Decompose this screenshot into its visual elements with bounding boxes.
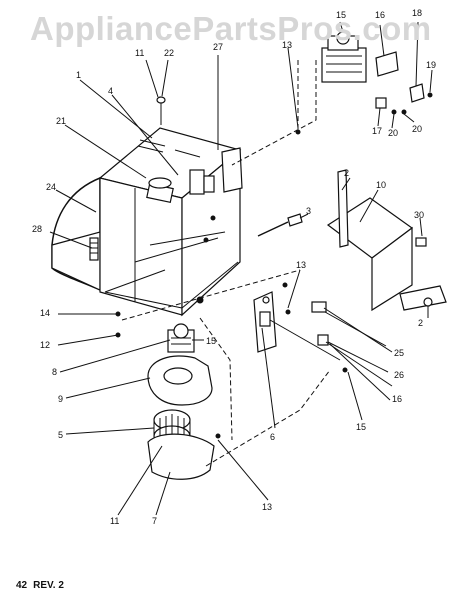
- bracket-10: [326, 197, 414, 312]
- callout-25: 24: [46, 182, 56, 192]
- fan-motor-8: [167, 323, 195, 353]
- revision-label: REV. 2: [33, 580, 64, 591]
- callout-28: 27: [213, 42, 223, 52]
- bracket-28: [217, 55, 243, 193]
- thermal-cutout-17: [375, 24, 399, 77]
- clip-23: [145, 59, 166, 125]
- callout-15-mid: 15: [356, 422, 366, 432]
- callout-16-mid: 15: [206, 336, 216, 346]
- latch-2: [337, 169, 349, 248]
- callout-16-top: 15: [336, 10, 346, 20]
- callout-9: 9: [58, 394, 63, 404]
- callout-3: 3: [306, 206, 311, 216]
- leader-lines: [49, 47, 433, 516]
- callout-30: 30: [414, 210, 424, 220]
- callout-8: 8: [52, 367, 57, 377]
- callout-18: 17: [372, 126, 382, 136]
- callout-5: 5: [58, 430, 63, 440]
- switch-bracket-6: [253, 291, 277, 353]
- callout-13-mid: 13: [296, 260, 306, 270]
- callout-6: 6: [270, 432, 275, 442]
- clip-30: [415, 237, 427, 247]
- latch-2b: [399, 285, 447, 311]
- power-cord-3: [257, 213, 303, 237]
- callout-2-right: 2: [418, 318, 423, 328]
- cabinet-frame: [51, 127, 242, 317]
- callout-4: 4: [108, 86, 113, 96]
- blower-housing-9: [147, 355, 213, 406]
- callout-15-right: 16: [392, 394, 402, 404]
- small-parts-18-21: [375, 92, 433, 115]
- callout-20-lower: 20: [388, 128, 398, 138]
- callout-23: 22: [164, 48, 174, 58]
- callout-24: 11: [135, 48, 144, 58]
- callout-20-right: 19: [426, 60, 436, 70]
- callout-2-top: 2: [344, 168, 349, 178]
- callout-27: 26: [394, 370, 404, 380]
- callout-26: 25: [394, 348, 404, 358]
- callout-12: 12: [40, 340, 50, 350]
- page-number: 42: [16, 580, 28, 591]
- callout-1: 1: [76, 70, 81, 80]
- callout-19: 18: [412, 8, 422, 18]
- callout-29: 28: [32, 224, 42, 234]
- callout-labels: 11 22 27 13 15 16 18 19 17 20 20 1 4 21 …: [32, 8, 436, 526]
- cover-plate-7: [147, 433, 215, 480]
- callout-22: 21: [56, 116, 66, 126]
- callout-13-bottom: 13: [262, 502, 272, 512]
- callout-11: 11: [110, 516, 119, 526]
- page-footer: 42 REV. 2: [16, 580, 70, 591]
- callout-17: 16: [375, 10, 385, 20]
- callout-10: 10: [376, 180, 386, 190]
- callout-21: 20: [412, 124, 422, 134]
- magnetron-16: [321, 21, 367, 83]
- callout-13-top: 13: [282, 40, 292, 50]
- switches-26-27: [285, 301, 348, 373]
- switch-19: [409, 21, 425, 103]
- callout-7: 7: [152, 516, 157, 526]
- site-watermark: AppliancePartsPros.com: [30, 10, 432, 47]
- callout-14: 14: [40, 308, 50, 318]
